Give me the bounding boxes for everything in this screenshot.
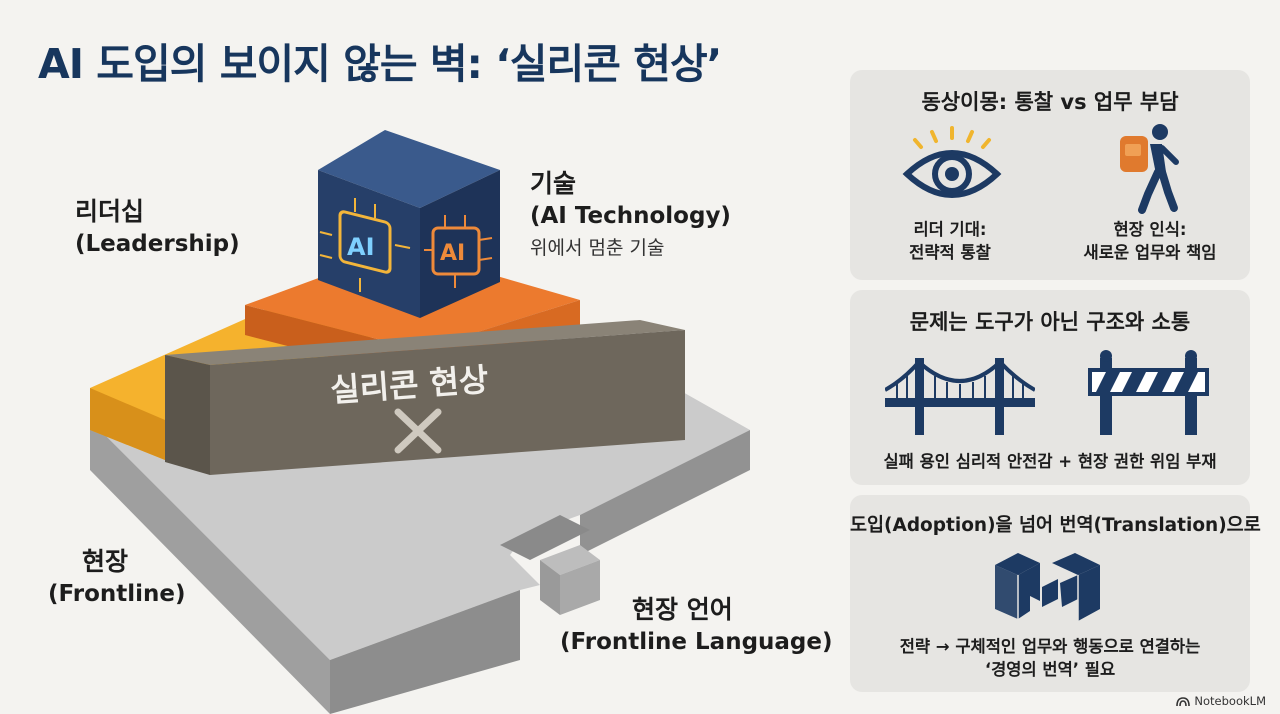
barrier-icon — [1088, 350, 1209, 435]
panel-structure-communication: 문제는 도구가 아닌 구조와 소통 실패 용인 심리적 안전감 + 현장 권한 … — [850, 290, 1250, 485]
puzzle-cube-icon — [995, 553, 1100, 621]
panel-1-left-line1: 리더 기대: — [913, 220, 987, 239]
technology-sub: (AI Technology) — [530, 203, 731, 229]
hiker-backpack-icon — [1120, 124, 1179, 214]
panel-3-line1: 전략 → 구체적인 업무와 행동으로 연결하는 — [899, 637, 1201, 656]
panel-3-text: 전략 → 구체적인 업무와 행동으로 연결하는 ‘경영의 번역’ 필요 — [850, 635, 1250, 681]
panel-1-right-line2: 새로운 업무와 책임 — [1083, 243, 1217, 262]
technology-label: 기술 (AI Technology) 위에서 멈춘 기술 — [530, 168, 731, 264]
frontline-name: 현장 — [82, 547, 129, 576]
panel-2-title: 문제는 도구가 아닌 구조와 소통 — [909, 310, 1191, 334]
ai-cube: AI AI — [318, 130, 500, 318]
frontline-language-sub: (Frontline Language) — [560, 629, 833, 655]
panel-3-title: 도입(Adoption)을 넘어 번역(Translation)으로 — [850, 515, 1261, 536]
panel-2-caption: 실패 용인 심리적 안전감 + 현장 권한 위임 부재 — [883, 452, 1217, 471]
panel-1-left-text: 리더 기대: 전략적 통찰 — [880, 218, 1020, 264]
bridge-icon — [885, 358, 1035, 435]
panel-3-line2: ‘경영의 번역’ 필요 — [984, 660, 1116, 679]
cube-face-left-label: AI — [347, 233, 375, 261]
eye-icon — [902, 126, 1002, 198]
panel-translation: 도입(Adoption)을 넘어 번역(Translation)으로 전략 → … — [850, 495, 1261, 692]
technology-name: 기술 — [530, 169, 577, 198]
leadership-sub: (Leadership) — [75, 231, 240, 257]
panel-1-left-line2: 전략적 통찰 — [909, 243, 991, 262]
frontline-label: 현장 (Frontline) — [48, 546, 186, 610]
frontline-sub: (Frontline) — [48, 581, 186, 607]
page-title: AI 도입의 보이지 않는 벽: ‘실리콘 현상’ — [38, 40, 722, 88]
technology-desc: 위에서 멈춘 기술 — [530, 237, 665, 259]
cube-face-right-label: AI — [440, 241, 465, 266]
leadership-name: 리더십 — [75, 197, 145, 226]
panel-1-right-line1: 현장 인식: — [1113, 220, 1187, 239]
leadership-label: 리더십 (Leadership) — [75, 196, 240, 260]
frontline-language-label: 현장 언어 (Frontline Language) — [560, 594, 833, 658]
silicon-wall — [165, 320, 685, 475]
x-mark-icon — [394, 408, 442, 454]
panel-1-right-text: 현장 인식: 새로운 업무와 책임 — [1065, 218, 1235, 264]
panel-1-title: 동상이몽: 통찰 vs 업무 부담 — [921, 90, 1179, 114]
brand-text: NotebookLM — [1194, 694, 1266, 708]
brand-watermark: NotebookLM — [1176, 694, 1266, 708]
frontline-language-name: 현장 언어 — [632, 595, 733, 624]
panel-perception-gap: 동상이몽: 통찰 vs 업무 부담 리더 기대: 전략적 통찰 현장 인식: 새… — [850, 70, 1250, 280]
notebooklm-logo-icon — [1176, 696, 1191, 706]
